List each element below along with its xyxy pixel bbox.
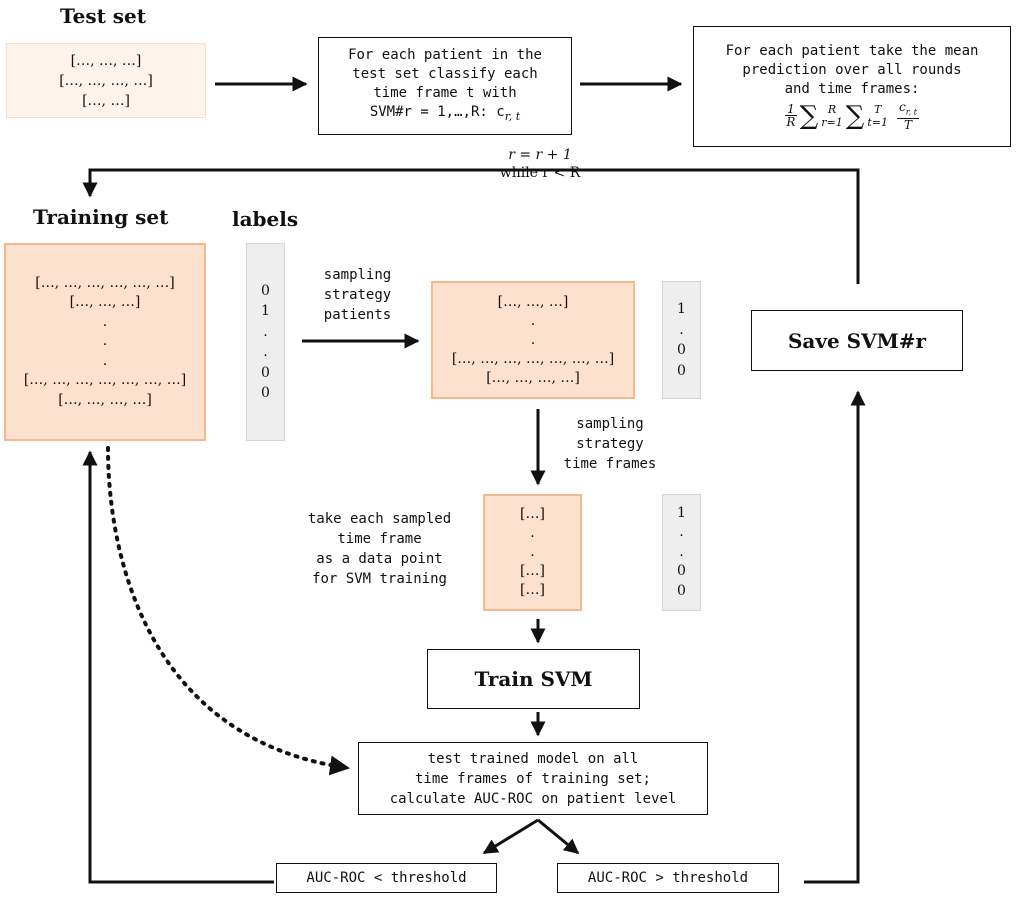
- sampled-frame-row: […]: [520, 582, 545, 598]
- train-svm-box: Train SVM: [427, 649, 640, 709]
- label-value: 0: [677, 563, 686, 580]
- arrow-high-to-save: [804, 390, 866, 884]
- label-value: 0: [261, 385, 270, 401]
- sampling-patients-note: sampling strategy patients: [323, 267, 392, 323]
- test-model-line: calculate AUC-ROC on patient level: [389, 790, 677, 807]
- label-value: .: [679, 524, 684, 541]
- label-value: 0: [677, 342, 686, 358]
- training-row: […, …, …, …, …, …]: [35, 274, 175, 291]
- training-row: .: [102, 352, 108, 369]
- training-row: […, …, …, …]: [58, 391, 152, 408]
- sampled-patients-box: […, …, …] . . […, …, …, …, …, …, …] […, …: [431, 281, 635, 399]
- save-svm-box: Save SVM#r: [751, 310, 963, 371]
- training-set-title: Training set: [33, 205, 169, 229]
- auc-low-label: AUC-ROC < threshold: [306, 869, 467, 886]
- label-value: 0: [261, 282, 270, 299]
- sampled-patient-row: […, …, …, …, …, …, …]: [451, 350, 615, 367]
- labels-column: 0 1 . . 0 0: [246, 243, 285, 441]
- sampled-patients-labels: 1 . 0 0: [662, 281, 701, 399]
- arrow-to-auc-high: [537, 818, 580, 855]
- sampled-frames-labels: 1 . . 0 0: [662, 494, 701, 611]
- test-set-row: […, …]: [82, 92, 130, 109]
- mean-line: prediction over all rounds: [742, 61, 962, 78]
- sampled-frame-row: […]: [520, 563, 545, 579]
- formula-frac2: cr, t T: [896, 99, 919, 133]
- label-value: 1: [261, 303, 270, 319]
- label-value: 0: [261, 364, 270, 381]
- classify-line: time frame t with: [373, 85, 517, 102]
- label-value: 1: [677, 504, 686, 521]
- formula-frac1: 1 R: [785, 102, 797, 130]
- loop-condition: while r < R: [499, 165, 581, 181]
- training-row: […, …, …, …, …, …, …]: [23, 372, 187, 389]
- classify-line-with-sub: SVM#r = 1,…,R: cr, t: [369, 104, 521, 123]
- sum-symbol-1: ∑: [799, 100, 819, 131]
- arrow-low-back-to-training: [82, 450, 274, 884]
- arrow-loop-back: [82, 168, 860, 284]
- loop-note: r = r + 1 while r < R: [470, 146, 610, 182]
- mean-box: For each patient take the mean predictio…: [693, 26, 1011, 147]
- auc-high-box: AUC-ROC > threshold: [557, 863, 779, 893]
- sampled-frame-row: […]: [520, 506, 545, 522]
- training-row: .: [102, 313, 108, 330]
- mean-line: For each patient take the mean: [725, 42, 979, 59]
- classify-line: For each patient in the: [348, 47, 542, 64]
- arrow-to-auc-low: [482, 818, 539, 855]
- label-value: 1: [677, 301, 686, 317]
- classify-box: For each patient in the test set classif…: [318, 37, 572, 135]
- sampled-frame-row: .: [530, 544, 535, 560]
- test-model-line: test trained model on all: [427, 750, 639, 767]
- sum2-limits: T t=1: [867, 102, 888, 129]
- sampled-patient-row: […, …, …]: [497, 293, 569, 310]
- train-svm-label: Train SVM: [474, 667, 593, 691]
- sampling-frames-note: sampling strategy time frames: [563, 416, 657, 472]
- classify-line: test set classify each: [352, 66, 538, 83]
- label-value: .: [679, 321, 684, 338]
- sampled-patient-row: […, …, …, …]: [486, 369, 580, 386]
- label-value: .: [263, 344, 268, 360]
- test-set-row: […, …, …, …]: [59, 72, 153, 89]
- sampled-patient-row: .: [530, 331, 536, 348]
- test-set-box: […, …, …] […, …, …, …] […, …]: [6, 43, 206, 118]
- label-value: 0: [677, 582, 686, 599]
- sampled-frames-box: […] . . […] […]: [483, 494, 582, 611]
- label-value: .: [679, 543, 684, 560]
- sum-symbol-2: ∑: [845, 100, 865, 131]
- test-set-title: Test set: [60, 4, 146, 28]
- labels-title: labels: [232, 207, 299, 231]
- training-row: .: [102, 333, 108, 350]
- test-model-box: test trained model on all time frames of…: [358, 742, 708, 815]
- classify-subscript: r, t: [504, 109, 521, 123]
- arrow-dotted-training-to-test: [106, 446, 350, 776]
- training-row: […, …, …]: [69, 294, 141, 311]
- training-set-box: […, …, …, …, …, …] […, …, …] . . . […, ……: [4, 243, 206, 441]
- auc-high-label: AUC-ROC > threshold: [587, 869, 749, 886]
- mean-formula: 1 R ∑ R r=1 ∑ T t=1 cr, t T: [785, 101, 919, 131]
- test-set-row: […, …, …]: [70, 52, 142, 69]
- loop-increment: r = r + 1: [508, 147, 572, 163]
- mean-line: and time frames:: [784, 80, 920, 97]
- save-svm-label: Save SVM#r: [787, 328, 927, 353]
- label-value: .: [263, 323, 268, 340]
- auc-low-box: AUC-ROC < threshold: [276, 863, 497, 893]
- label-value: 0: [677, 362, 686, 379]
- sum1-limits: R r=1: [821, 102, 843, 129]
- sampled-patient-row: .: [530, 312, 536, 329]
- take-each-note: take each sampled time frame as a data p…: [307, 511, 452, 587]
- sampled-frame-row: .: [530, 525, 535, 541]
- test-model-line: time frames of training set;: [414, 770, 651, 787]
